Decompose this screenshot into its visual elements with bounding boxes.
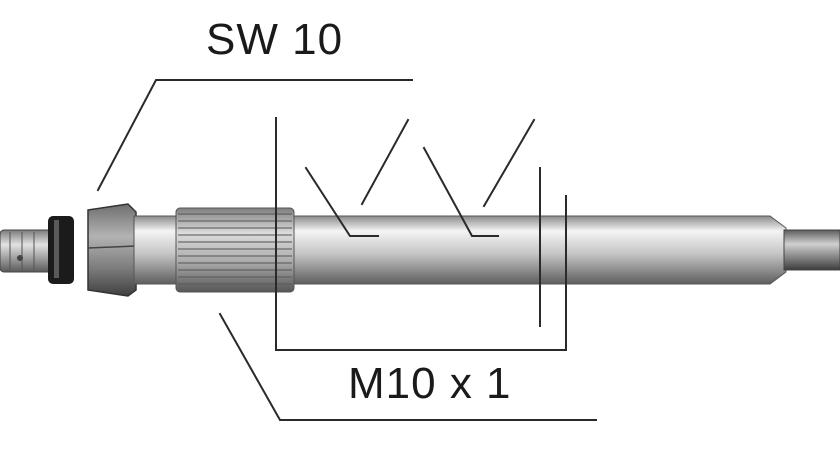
heater-tip (783, 229, 840, 271)
thread-size-label: M10 x 1 (348, 359, 512, 408)
thread-leader-line (218, 312, 597, 421)
sw-leader-line (96, 79, 413, 192)
insulator-ring-highlight (54, 220, 59, 278)
terminal-pin (0, 229, 53, 273)
notch-marker-right (422, 146, 499, 237)
leader-lines (96, 79, 597, 421)
plug-collar (133, 215, 177, 285)
hex-nut (87, 203, 137, 297)
insulator-ring (48, 216, 74, 284)
notch-leader-right (482, 118, 536, 208)
wrench-size-label: SW 10 (206, 15, 344, 64)
notch-leader-left (360, 118, 410, 206)
threaded-section (175, 207, 295, 293)
notch-marker-left (304, 166, 379, 237)
